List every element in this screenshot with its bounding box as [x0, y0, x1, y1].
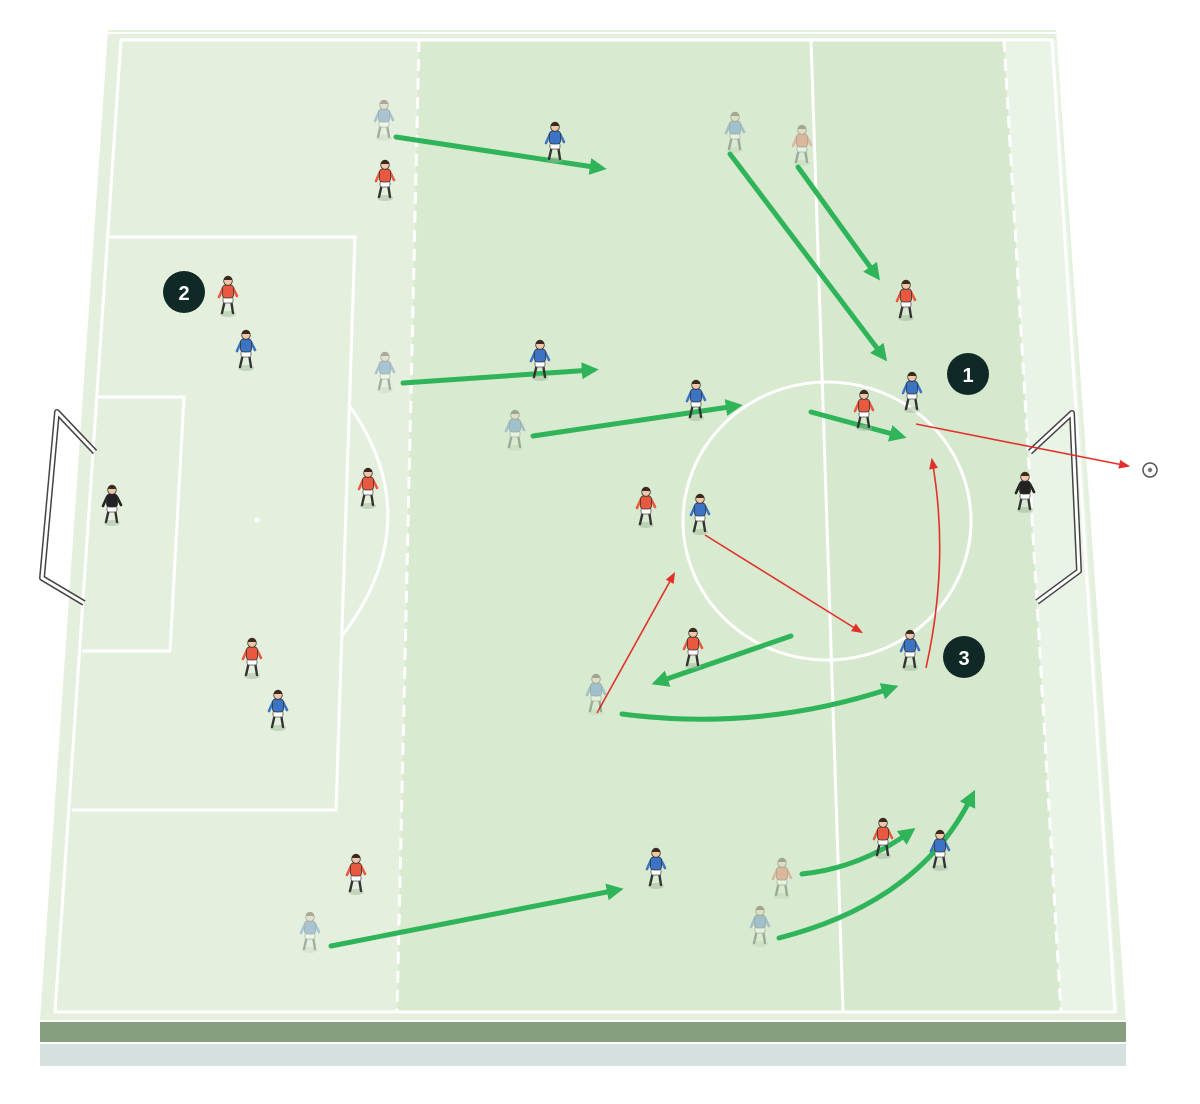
halfway-line — [809, 39, 845, 1013]
goal-right-inner — [1028, 411, 1081, 604]
run-arrow-mid-left — [400, 362, 599, 386]
pitch-base-dark — [40, 1022, 1126, 1042]
attacker-player-icon — [544, 121, 566, 163]
marker-2-label: 2 — [178, 283, 189, 305]
marker-1-badge: 1 — [947, 353, 989, 395]
penalty-spot-left — [254, 517, 260, 523]
pass-arrow-diagonal — [704, 534, 863, 634]
marker-2-badge: 2 — [163, 271, 205, 313]
run-arrow-back — [651, 633, 794, 687]
run-arrow-mid — [530, 399, 743, 439]
defender-player-icon — [791, 124, 813, 166]
run-arrow-bottom-right-2 — [776, 789, 976, 941]
defender-player-icon — [895, 279, 917, 321]
defender-player-icon — [872, 817, 894, 859]
attacker-player-icon — [299, 911, 321, 953]
run-arrow-bottom-left — [328, 883, 624, 949]
run-arrow-centre — [808, 409, 907, 442]
attacker-player-icon — [685, 379, 707, 421]
attacker-player-icon — [899, 629, 921, 671]
football-icon — [1142, 462, 1158, 478]
pitch-base-light — [40, 1044, 1126, 1066]
attacker-player-icon — [504, 409, 526, 451]
attacker-player-icon — [267, 689, 289, 731]
goal-left-inner — [40, 410, 97, 605]
goalkeeper-icon — [101, 484, 123, 526]
attacker-player-icon — [901, 371, 923, 413]
pass-arrow-shot — [915, 423, 1131, 469]
attacker-player-icon — [585, 673, 607, 715]
pitch-zone-wing — [1004, 40, 1118, 1012]
pitch-boundary — [53, 38, 1117, 1014]
zone-divider-left — [395, 39, 421, 1013]
attacker-player-icon — [724, 111, 746, 153]
pitch-zone-middle — [397, 40, 843, 1012]
marker-1-label: 1 — [962, 365, 973, 387]
pitch-zone-final-third — [811, 40, 1061, 1012]
attacker-player-icon — [235, 329, 257, 371]
penalty-arc-left — [340, 404, 390, 637]
run-arrows — [328, 134, 976, 949]
centre-circle — [681, 380, 973, 662]
defender-player-icon — [374, 159, 396, 201]
pass-arrow-return — [925, 457, 941, 669]
pass-arrows — [596, 423, 1131, 714]
run-arrow-top-left — [393, 134, 607, 175]
attacker-player-icon — [373, 99, 395, 141]
zone-divider-right — [1002, 39, 1063, 1013]
defender-player-icon — [241, 637, 263, 679]
attacker-player-icon — [529, 339, 551, 381]
players-layer — [101, 99, 1036, 953]
defender-player-icon — [345, 853, 367, 895]
attacker-player-icon — [645, 847, 667, 889]
attacker-player-icon — [749, 905, 771, 947]
defender-player-icon — [635, 486, 657, 528]
goal-area-left — [82, 395, 186, 653]
defender-player-icon — [357, 467, 379, 509]
run-arrow-bottom-right-1 — [799, 828, 916, 877]
goalkeeper-icon — [1014, 471, 1036, 513]
penalty-area-left — [72, 235, 357, 812]
defender-player-icon — [853, 389, 875, 431]
marker-3-label: 3 — [958, 648, 969, 670]
defender-player-icon — [217, 275, 239, 317]
defender-player-icon — [771, 857, 793, 899]
run-arrow-top-right-2 — [795, 164, 880, 281]
run-arrow-curve-3 — [619, 683, 899, 722]
run-arrow-top-right-1 — [727, 151, 888, 362]
attacker-player-icon — [929, 829, 951, 871]
marker-3-badge: 3 — [943, 636, 985, 678]
pass-arrow-up — [596, 572, 676, 714]
attacker-player-icon — [374, 351, 396, 393]
attacker-player-icon — [689, 493, 711, 535]
defender-player-icon — [682, 627, 704, 669]
